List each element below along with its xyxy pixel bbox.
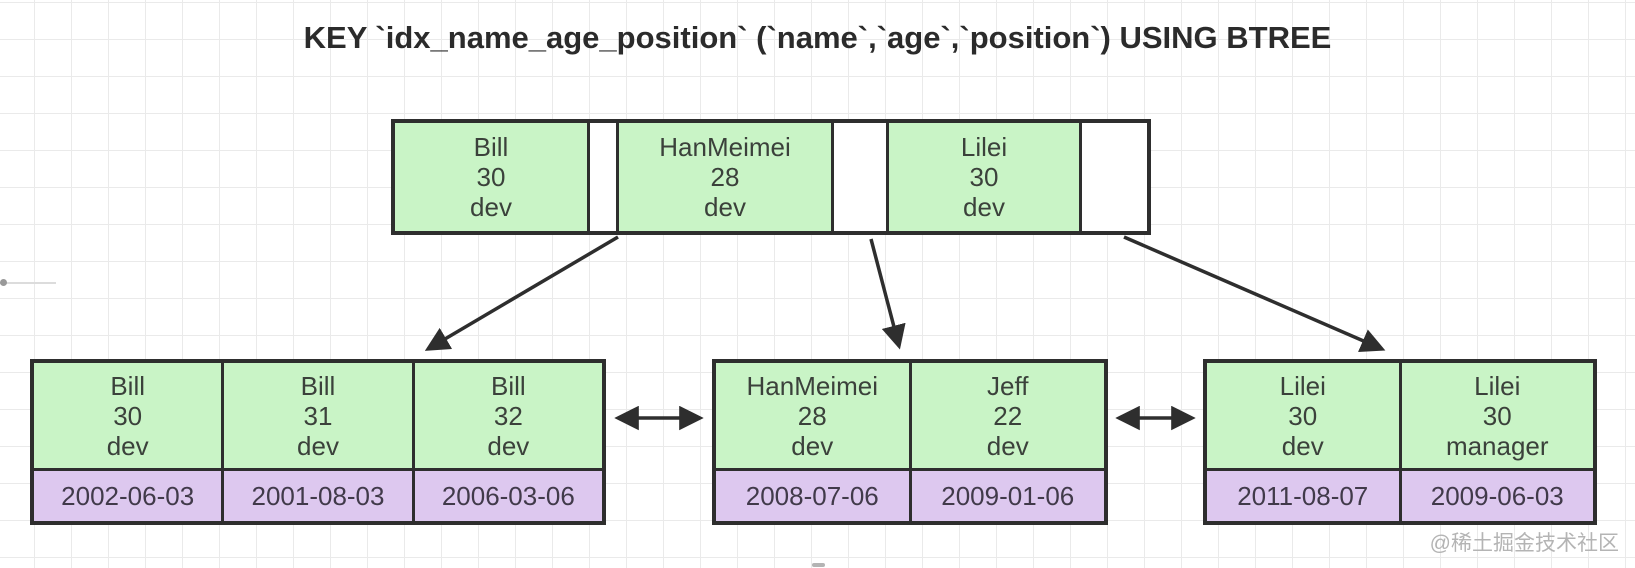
key-name: Bill: [300, 370, 336, 401]
key-age: 32: [493, 400, 523, 431]
key-age: 30: [969, 162, 999, 192]
leaf-key-cell: Bill 32 dev: [414, 363, 602, 471]
root-key-cell: Bill 30 dev: [395, 123, 590, 231]
key-name: Bill: [490, 370, 526, 401]
btree-leaf-node-2: HanMeimei 28 dev 2008-07-06 Jeff 22 dev …: [712, 359, 1108, 525]
leaf-key-cell: HanMeimei 28 dev: [716, 363, 909, 471]
key-age: 22: [993, 400, 1023, 431]
leaf-entry: Bill 31 dev 2001-08-03: [224, 363, 415, 521]
key-position: dev: [470, 192, 512, 222]
key-name: Bill: [473, 132, 509, 162]
diagram-title: KEY `idx_name_age_position` (`name`,`age…: [303, 20, 1332, 55]
leaf-date-cell: 2008-07-06: [716, 471, 909, 521]
leaf-entry: Lilei 30 dev 2011-08-07: [1207, 363, 1402, 521]
bottom-artifact-dash: [812, 563, 825, 567]
key-name: HanMeimei: [746, 370, 879, 401]
key-age: 28: [797, 400, 827, 431]
key-position: dev: [106, 430, 149, 461]
root-to-leaf3-arrow: [1123, 235, 1386, 352]
key-age: 30: [1482, 400, 1512, 431]
leaf-entry: Lilei 30 manager 2009-06-03: [1401, 363, 1593, 521]
key-age: 28: [710, 162, 740, 192]
leaf-key-cell: Bill 31 dev: [224, 363, 412, 471]
grid-artifact-line: [0, 282, 56, 284]
key-position: dev: [791, 430, 834, 461]
root-pointer-cell: [834, 123, 889, 231]
key-position: dev: [986, 430, 1029, 461]
btree-leaf-node-3: Lilei 30 dev 2011-08-07 Lilei 30 manager…: [1203, 359, 1597, 525]
key-position: manager: [1445, 430, 1549, 461]
root-key-cell: HanMeimei 28 dev: [619, 123, 834, 231]
root-to-leaf1-arrow: [424, 235, 619, 351]
leaf-date-cell: 2002-06-03: [34, 471, 222, 521]
key-name: Lilei: [1279, 370, 1326, 401]
leaf-key-cell: Lilei 30 dev: [1207, 363, 1399, 471]
leaf-date-cell: 2011-08-07: [1207, 471, 1399, 521]
btree-root-node: Bill 30 dev HanMeimei 28 dev Lilei 30 de…: [391, 119, 1151, 235]
key-name: Lilei: [1474, 370, 1521, 401]
key-name: Jeff: [987, 370, 1029, 401]
key-age: 30: [113, 400, 143, 431]
btree-leaf-node-1: Bill 30 dev 2002-06-03 Bill 31 dev 2001-…: [30, 359, 606, 525]
root-pointer-cell: [1082, 123, 1147, 231]
watermark: @稀土掘金技术社区: [1429, 532, 1619, 555]
key-position: dev: [704, 192, 746, 222]
leaf-date-cell: 2009-06-03: [1401, 471, 1593, 521]
key-position: dev: [487, 430, 530, 461]
key-age: 31: [303, 400, 333, 431]
key-position: dev: [1281, 430, 1324, 461]
key-age: 30: [476, 162, 506, 192]
leaf-entry: Bill 32 dev 2006-03-06: [414, 363, 602, 521]
key-position: dev: [297, 430, 339, 461]
key-name: Bill: [110, 370, 145, 401]
leaf-entry: Jeff 22 dev 2009-01-06: [911, 363, 1104, 521]
leaf-entry: Bill 30 dev 2002-06-03: [34, 363, 225, 521]
leaf-date-cell: 2001-08-03: [224, 471, 412, 521]
grid-artifact-dot: [0, 279, 7, 286]
key-position: dev: [963, 192, 1005, 222]
root-key-cell: Lilei 30 dev: [889, 123, 1082, 231]
key-name: Lilei: [960, 132, 1008, 162]
leaf-date-cell: 2006-03-06: [414, 471, 602, 521]
leaf-key-cell: Lilei 30 manager: [1401, 363, 1593, 471]
root-to-leaf2-arrow: [869, 238, 906, 350]
leaf-key-cell: Jeff 22 dev: [911, 363, 1104, 471]
leaf-key-cell: Bill 30 dev: [34, 363, 222, 471]
key-name: HanMeimei: [659, 132, 791, 162]
root-pointer-cell: [590, 123, 619, 231]
key-age: 30: [1288, 400, 1318, 431]
leaf-date-cell: 2009-01-06: [911, 471, 1104, 521]
leaf-entry: HanMeimei 28 dev 2008-07-06: [716, 363, 912, 521]
